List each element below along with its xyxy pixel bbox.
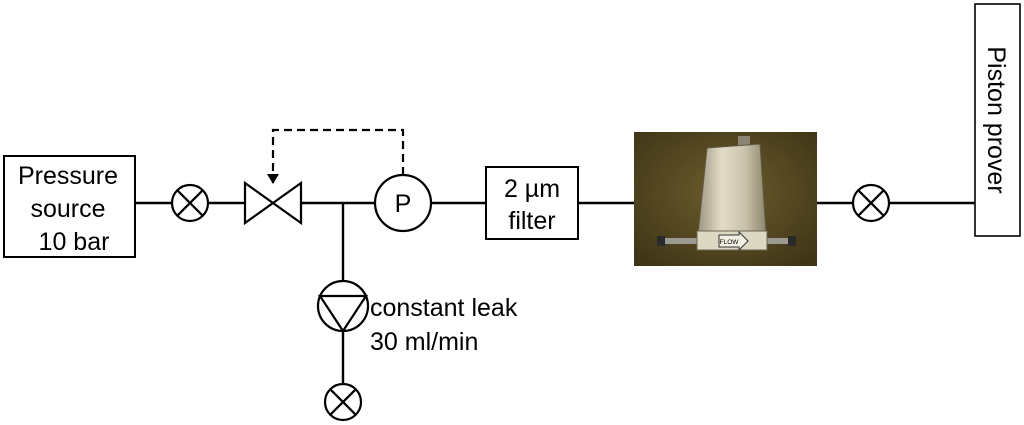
- shutoff-valve-icon: [170, 183, 210, 223]
- pressure-gauge-label: P: [395, 190, 412, 218]
- shutoff-valve-icon: [323, 382, 363, 422]
- pressure-gauge: P: [373, 173, 433, 233]
- piston-prover-label: Piston prover: [982, 46, 1010, 193]
- pressure-source-line3: 10 bar: [39, 228, 110, 256]
- leak-line2: 30 ml/min: [370, 328, 478, 356]
- constant-leak-pump-icon: [316, 279, 370, 334]
- control-signal-line: [267, 128, 405, 184]
- pressure-source-line1: Pressure: [18, 162, 118, 190]
- filter-box: 2 µm filter: [485, 166, 579, 240]
- pipe-lines: [135, 201, 975, 384]
- shutoff-valve-icon: [851, 183, 891, 223]
- pressure-source-box: Pressure source 10 bar: [3, 155, 136, 258]
- pressure-source-line2: source: [30, 195, 105, 223]
- arrow-down-icon: [267, 174, 279, 184]
- flow-meter-label: FLOW: [720, 239, 740, 246]
- pressure-regulator-valve-icon: [243, 180, 303, 226]
- flow-meter-photo: FLOW: [634, 132, 817, 266]
- piston-prover-box: Piston prover: [974, 3, 1021, 237]
- filter-line2: filter: [508, 207, 555, 235]
- flow-direction-arrow-icon: [718, 230, 749, 252]
- filter-line1: 2 µm: [504, 175, 560, 203]
- leak-line1: constant leak: [370, 294, 518, 322]
